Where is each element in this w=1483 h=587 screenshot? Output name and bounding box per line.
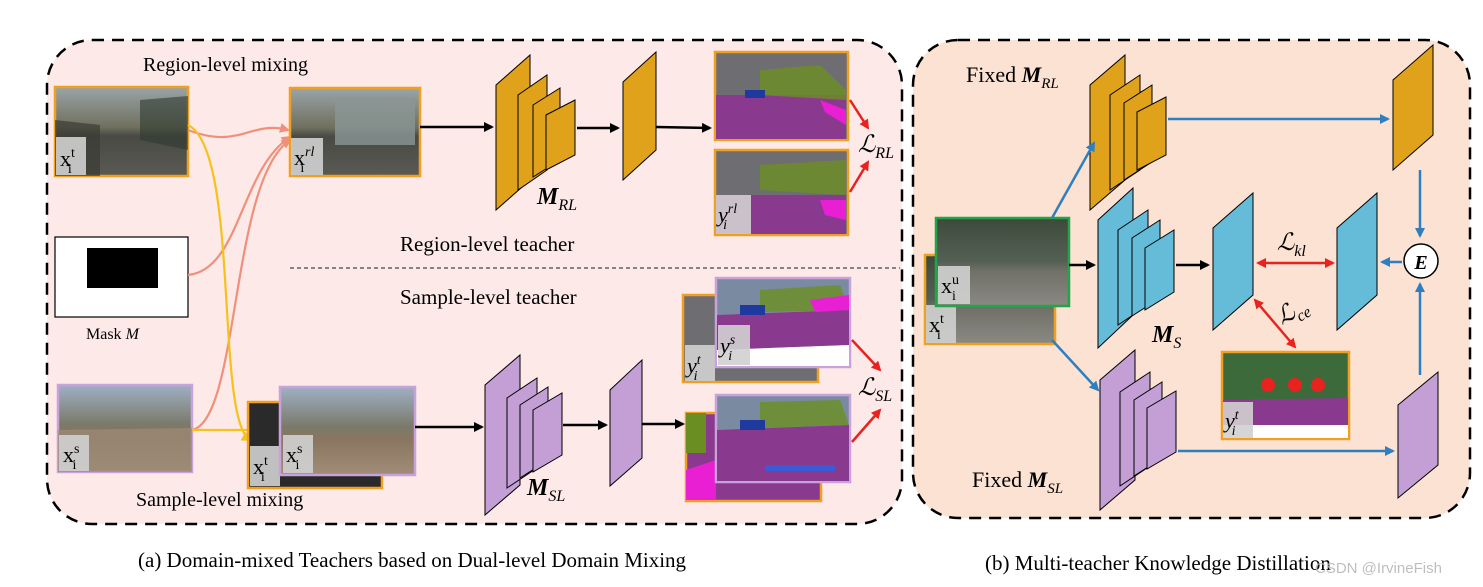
loss-sl-label: ℒSL bbox=[858, 375, 892, 405]
teacher-sl-output bbox=[1397, 370, 1439, 500]
student-block bbox=[1097, 186, 1175, 350]
student-label: MS bbox=[1151, 322, 1181, 352]
model-sl-output bbox=[609, 358, 643, 488]
ensemble-node bbox=[1403, 243, 1439, 279]
svg-text:xti: xti bbox=[60, 146, 75, 177]
prediction-sl-front bbox=[714, 393, 852, 484]
caption-b: (b) Multi-teacher Knowledge Distillation bbox=[985, 551, 1331, 575]
svg-text:xui: xui bbox=[941, 273, 959, 304]
mask-label: Mask M bbox=[86, 326, 141, 343]
watermark: CSDN @IrvineFish bbox=[1315, 560, 1442, 577]
svg-text:xti: xti bbox=[929, 312, 944, 343]
red-arrow-label-rl bbox=[848, 160, 870, 193]
model-rl-label: MRL bbox=[536, 184, 577, 214]
mask-box bbox=[54, 236, 189, 318]
mixing-curves bbox=[187, 123, 292, 442]
student-output bbox=[1212, 191, 1254, 332]
svg-text:ysi: ysi bbox=[718, 333, 736, 364]
loss-rl-label: ℒRL bbox=[858, 132, 894, 162]
teacher-rl-block bbox=[1089, 53, 1167, 212]
caption-a: (a) Domain-mixed Teachers based on Dual-… bbox=[138, 548, 687, 572]
red-arrow-pred-rl bbox=[848, 99, 870, 130]
fixed-sl-label: Fixed MSL bbox=[972, 467, 1063, 497]
sample-teacher-label: Sample-level teacher bbox=[400, 285, 577, 309]
blue-arrow-input-to-rl bbox=[1050, 141, 1096, 219]
xt-sub: i bbox=[68, 162, 72, 177]
model-sl-label: MSL bbox=[526, 475, 565, 505]
ensemble-output bbox=[1336, 191, 1378, 332]
red-arrow-pred-sl bbox=[851, 408, 882, 443]
model-rl-block bbox=[495, 53, 576, 212]
svg-text:xsi: xsi bbox=[286, 442, 302, 473]
svg-text:yti: yti bbox=[685, 353, 702, 384]
fixed-rl-label: Fixed MRL bbox=[966, 62, 1059, 92]
svg-text:xsi: xsi bbox=[63, 442, 79, 473]
red-arrow-ce bbox=[1253, 298, 1297, 349]
model-rl-output bbox=[622, 50, 657, 182]
loss-kl-label: ℒkl bbox=[1277, 230, 1306, 260]
teacher-sl-block bbox=[1099, 348, 1177, 512]
region-teacher-label: Region-level teacher bbox=[400, 232, 574, 256]
svg-text:xti: xti bbox=[253, 454, 268, 485]
xt-base: x bbox=[60, 146, 71, 171]
ensemble-label: E bbox=[1413, 252, 1427, 274]
teacher-rl-output bbox=[1392, 43, 1434, 172]
xt-sup: t bbox=[71, 146, 75, 161]
model-sl-block bbox=[484, 353, 563, 517]
arrow-fc-to-pred-rl bbox=[655, 122, 712, 133]
sample-mixing-label: Sample-level mixing bbox=[136, 489, 303, 511]
blue-arrow-input-to-sl bbox=[1051, 339, 1100, 392]
prediction-rl bbox=[713, 50, 850, 142]
svg-text:yti: yti bbox=[1223, 408, 1240, 439]
red-arrow-label-sl bbox=[851, 339, 882, 372]
region-mixing-label: Region-level mixing bbox=[143, 54, 308, 76]
